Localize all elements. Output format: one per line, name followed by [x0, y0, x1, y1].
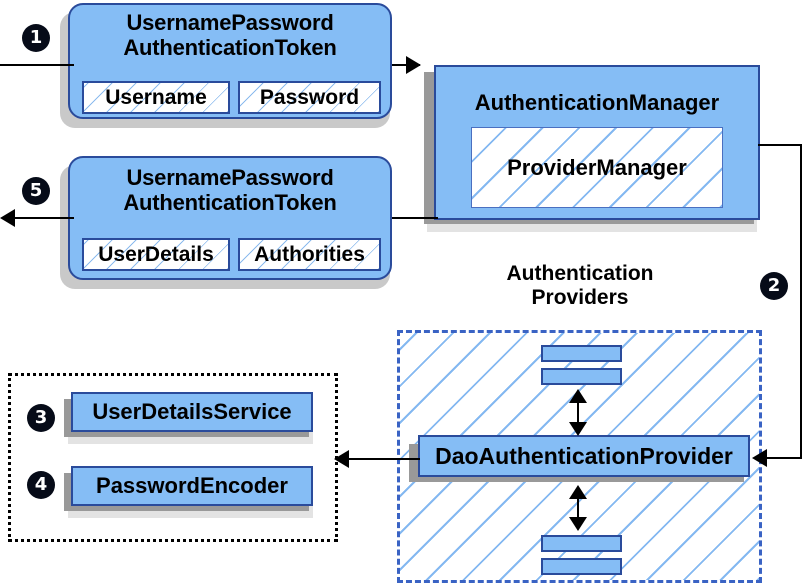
response-token-authorities-slot: Authorities: [238, 238, 381, 271]
authentication-manager-label: AuthenticationManager: [474, 90, 720, 115]
response-token-title: UsernamePassword AuthenticationToken: [70, 165, 390, 215]
provider-manager-label: ProviderManager: [507, 154, 687, 180]
manager-to-response-token-line: [392, 217, 438, 219]
provider-bar-bottom-2: [541, 558, 622, 575]
authentication-providers-title-line1: Authentication: [506, 262, 654, 285]
authentication-providers-title: Authentication Providers: [396, 262, 764, 309]
manager-to-provider-arrow-icon: [752, 449, 767, 467]
provider-link-top-arrow-up-icon: [569, 389, 587, 403]
provider-to-services-arrow-icon: [334, 450, 349, 468]
request-token-title-line2: AuthenticationToken: [123, 34, 337, 60]
response-outbound-arrow-icon: [0, 209, 15, 227]
provider-bar-top-1: [541, 345, 622, 362]
provider-bar-bottom-1: [541, 535, 622, 552]
response-outbound-line: [14, 217, 74, 219]
step-2-badge: 2: [760, 272, 788, 300]
password-encoder-label: PasswordEncoder: [96, 473, 288, 499]
provider-bar-top-2: [541, 368, 622, 385]
provider-link-bottom-line: [577, 489, 579, 526]
provider-link-top-line: [577, 393, 579, 432]
response-token-title-line1: UsernamePassword: [126, 165, 334, 190]
provider-to-services-line: [348, 458, 420, 460]
request-token-username-label: Username: [105, 85, 207, 109]
response-token-userdetails-label: UserDetails: [98, 242, 214, 266]
manager-to-provider-line-bottom: [765, 457, 802, 459]
request-inbound-line: [0, 64, 74, 66]
request-token-title-line1: UsernamePassword: [126, 10, 334, 35]
user-details-service-label: UserDetailsService: [92, 399, 292, 425]
authentication-providers-title-line2: Providers: [531, 285, 629, 309]
request-to-manager-arrow-icon: [406, 56, 421, 74]
step-4-badge: 4: [27, 471, 55, 499]
request-token-password-label: Password: [259, 85, 360, 109]
authentication-manager-box: AuthenticationManager ProviderManager: [434, 65, 760, 220]
step-1-badge: 1: [22, 24, 50, 52]
request-token-username-slot: Username: [82, 81, 230, 114]
response-token-card: UsernamePassword AuthenticationToken Use…: [68, 156, 392, 280]
manager-to-provider-line-top: [758, 144, 802, 146]
user-details-service-box: UserDetailsService: [71, 392, 313, 432]
response-token-title-line2: AuthenticationToken: [123, 189, 337, 215]
provider-manager-box: ProviderManager: [471, 127, 723, 208]
provider-link-bottom-arrow-down-icon: [569, 517, 587, 531]
request-token-title: UsernamePassword AuthenticationToken: [70, 10, 390, 60]
manager-to-provider-line-vertical: [800, 144, 802, 459]
step-3-badge: 3: [27, 404, 55, 432]
step-5-badge: 5: [22, 177, 50, 205]
provider-link-top-arrow-down-icon: [569, 422, 587, 436]
response-token-authorities-label: Authorities: [254, 242, 365, 266]
request-token-password-slot: Password: [238, 81, 381, 114]
password-encoder-box: PasswordEncoder: [71, 466, 313, 506]
dao-authentication-provider-label: DaoAuthenticationProvider: [435, 442, 733, 469]
provider-link-bottom-arrow-up-icon: [569, 485, 587, 499]
request-token-card: UsernamePassword AuthenticationToken Use…: [68, 3, 392, 119]
response-token-userdetails-slot: UserDetails: [82, 238, 230, 271]
dao-authentication-provider-box: DaoAuthenticationProvider: [418, 435, 750, 477]
